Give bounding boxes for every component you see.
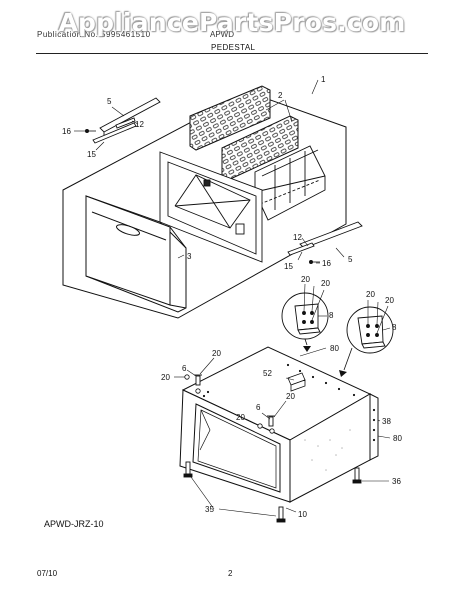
callout-20-top-d: 20: [236, 413, 245, 422]
bracket-detail-left: [281, 283, 329, 346]
detail-pointer-arrows: [303, 346, 347, 377]
callout-3: 3: [187, 252, 192, 261]
header-rule: [36, 53, 428, 54]
callout-12-right: 12: [293, 233, 302, 242]
bracket-detail-right: [343, 300, 394, 371]
left-slide-clip: [115, 117, 136, 129]
callout-20-detail-d: 20: [385, 296, 394, 305]
top-screw-right: [267, 415, 275, 427]
pedestal-cabinet: [179, 346, 379, 503]
callout-5-left: 5: [107, 97, 112, 106]
callout-20-detail-c: 20: [366, 290, 375, 299]
callout-2: 2: [278, 91, 283, 100]
leveling-leg-right: [352, 467, 362, 484]
callout-1: 1: [321, 75, 326, 84]
callout-6-left: 6: [182, 364, 187, 373]
callout-36-right: 36: [392, 477, 401, 486]
top-bushing-right: [257, 423, 275, 434]
top-bushing-left: [184, 374, 201, 394]
callout-20-top-b: 20: [161, 373, 170, 382]
model-label: APWD: [210, 30, 234, 39]
callout-15-right: 15: [284, 262, 293, 271]
drawer-front: [85, 195, 187, 313]
callout-38: 38: [382, 417, 391, 426]
callout-52: 52: [263, 369, 272, 378]
right-screw: [308, 259, 320, 264]
callout-5-right: 5: [348, 255, 353, 264]
callout-15-left: 15: [87, 150, 96, 159]
upper-callout-leaders: [74, 79, 345, 264]
figure-code: APWD-JRZ-10: [44, 519, 104, 529]
left-drawer-slide: [99, 97, 161, 135]
watermark: AppliancePartsPros.com: [58, 8, 406, 37]
left-rail-bracket: [92, 122, 137, 144]
left-screw: [85, 128, 96, 133]
callout-8-left: 8: [329, 311, 334, 320]
callout-20-detail-a: 20: [301, 275, 310, 284]
drawer-grate-rear: [189, 85, 271, 151]
leveling-leg-left: [183, 461, 193, 478]
callout-20-top-c: 20: [286, 392, 295, 401]
drawer-basket: [254, 145, 326, 221]
callout-36-left: 36: [182, 453, 191, 462]
callout-16-right: 16: [322, 259, 331, 268]
cabinet-mount-holes: [202, 363, 376, 442]
drawer-frame: [159, 151, 263, 263]
callout-80-top: 80: [330, 344, 339, 353]
callout-10: 10: [298, 510, 307, 519]
callout-16-left: 16: [62, 127, 71, 136]
right-rail-bracket: [287, 242, 315, 256]
footer-date: 07/10: [37, 569, 58, 578]
section-title: PEDESTAL: [211, 43, 256, 52]
lower-callout-leaders: [174, 347, 391, 517]
top-screw-left: [194, 374, 202, 386]
callout-80-side: 80: [393, 434, 402, 443]
publication-number: Publication No. 5995461510: [37, 30, 151, 39]
cabinet-label: [287, 372, 306, 392]
cabinet-side-texture: [304, 429, 351, 471]
footer-page-number: 2: [228, 569, 233, 578]
callout-8-right: 8: [392, 323, 397, 332]
leveling-leg-front: [276, 506, 286, 523]
callout-35: 35: [205, 505, 214, 514]
callout-12-left: 12: [135, 120, 144, 129]
callout-20-top-a: 20: [212, 349, 221, 358]
callout-6-right: 6: [256, 403, 261, 412]
callout-20-detail-b: 20: [321, 279, 330, 288]
